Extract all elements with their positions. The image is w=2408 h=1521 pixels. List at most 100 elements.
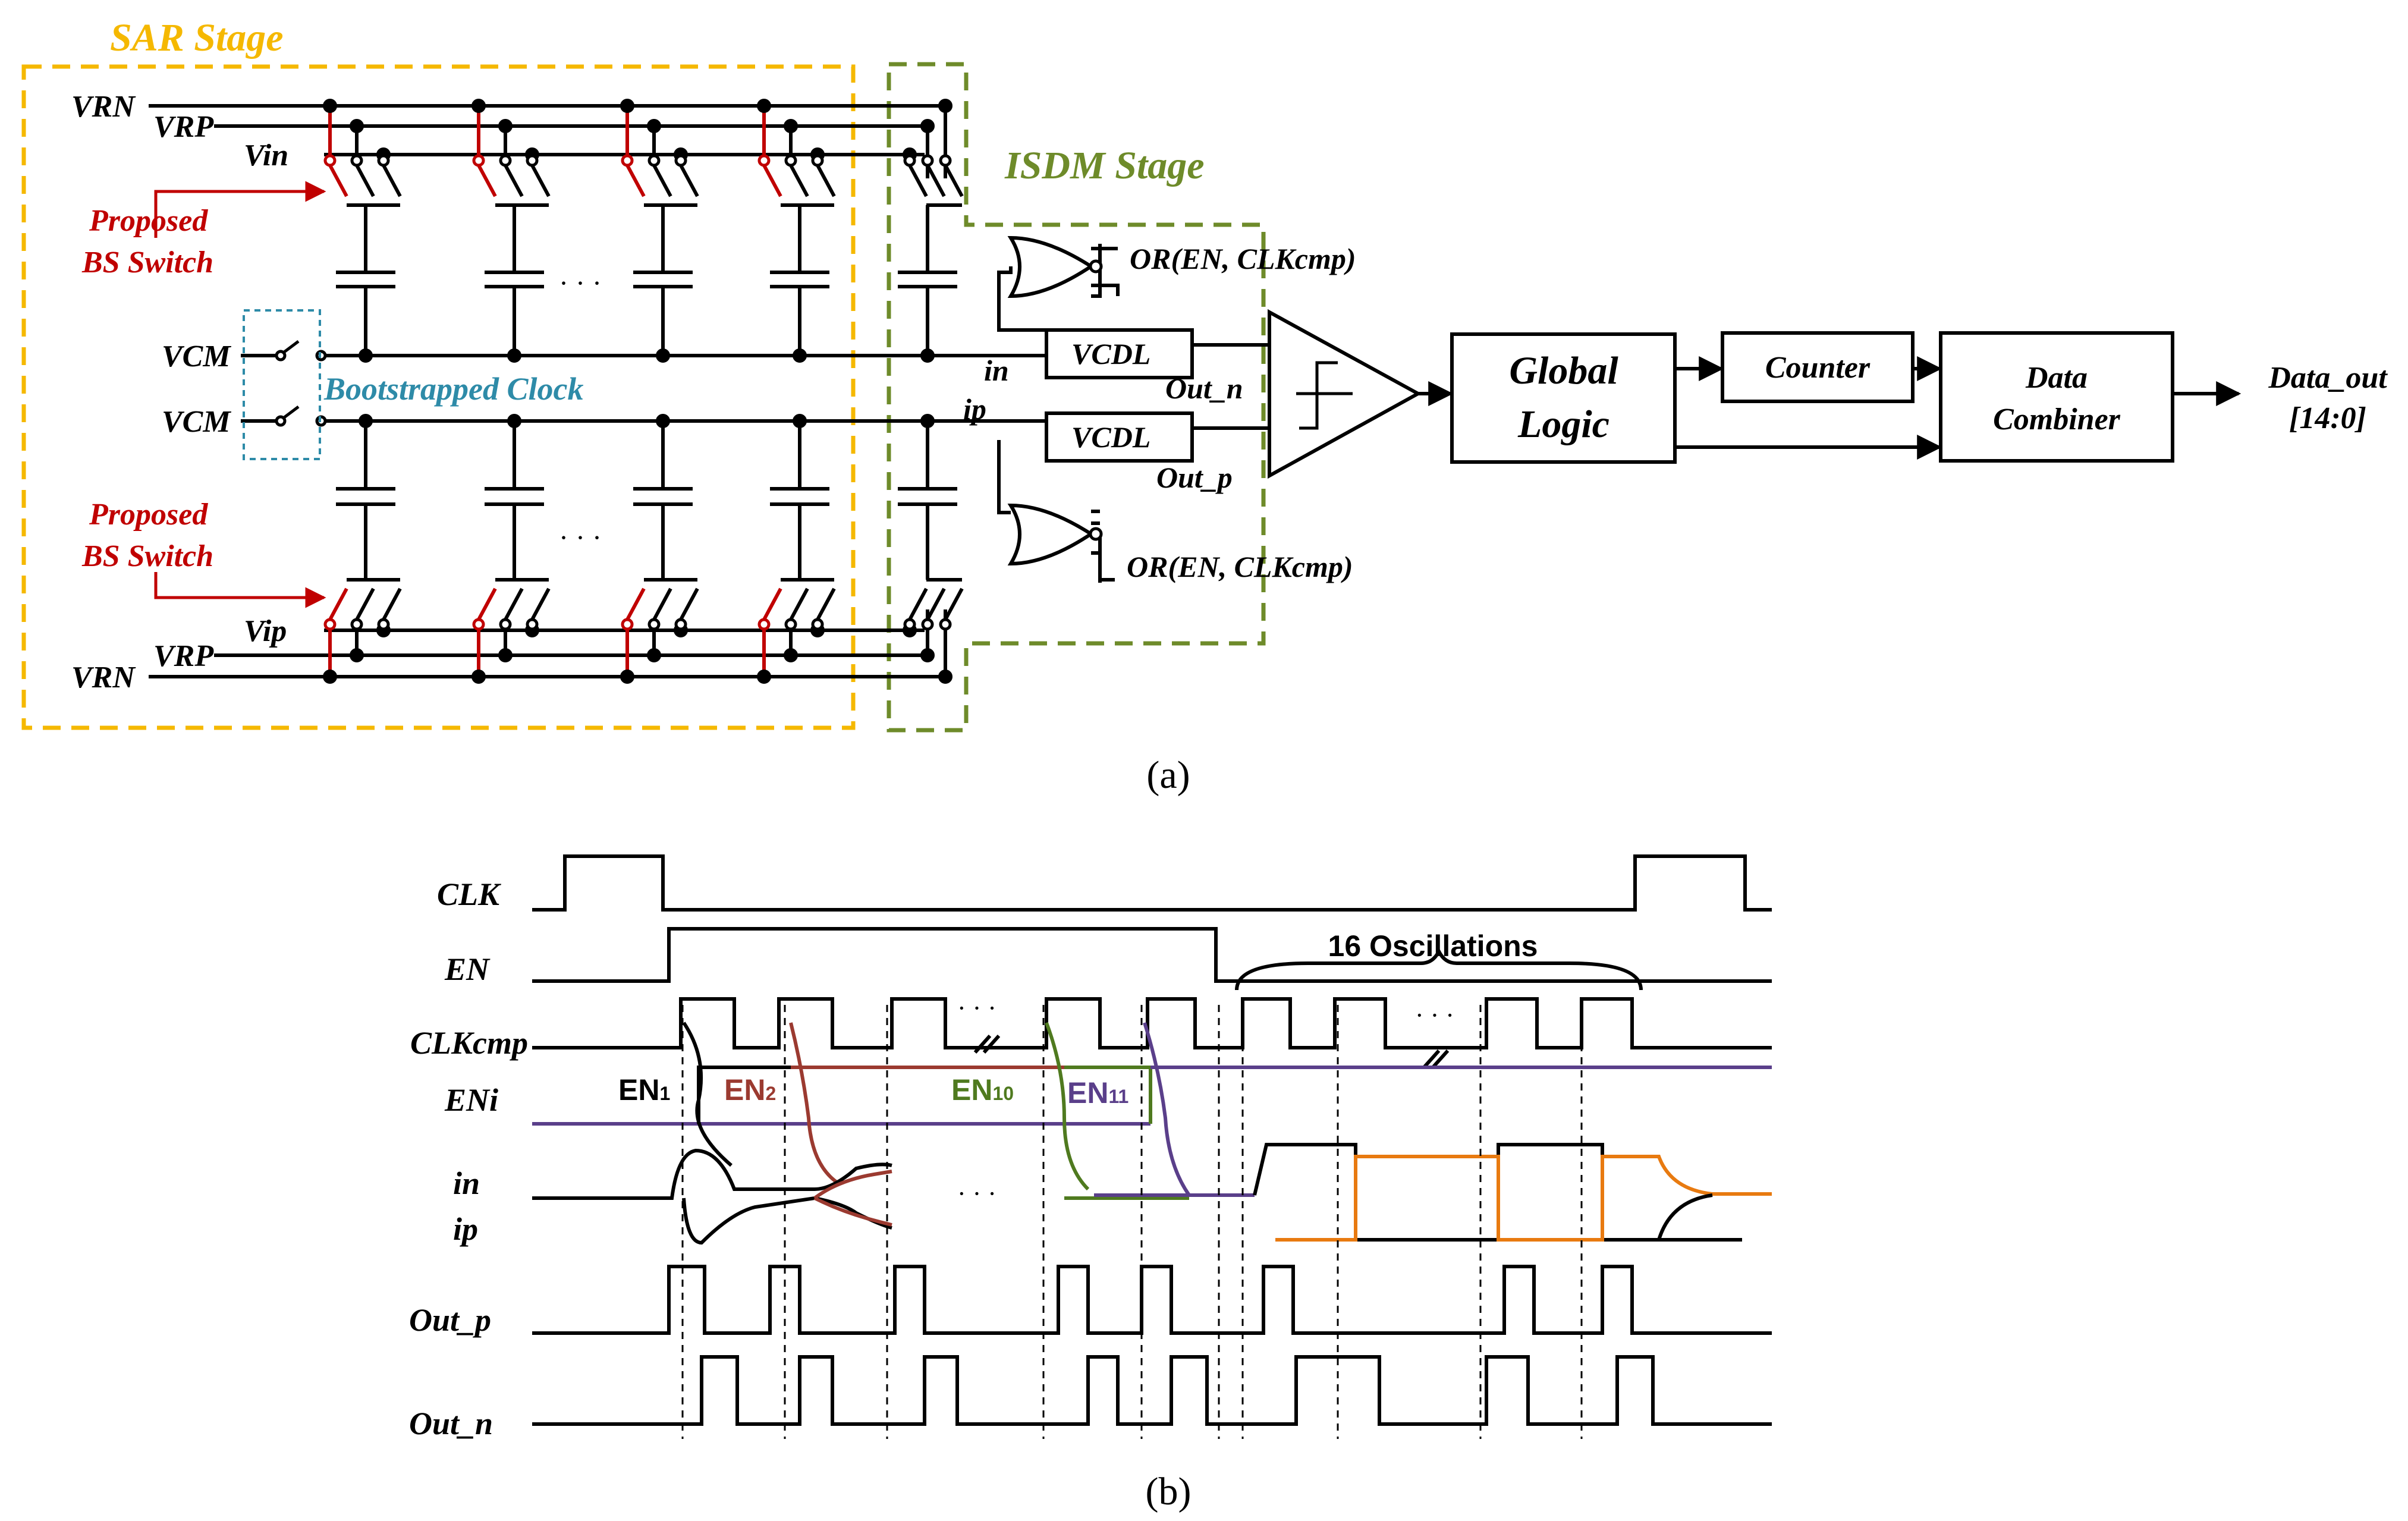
switch-blade: [908, 587, 928, 621]
switch-blade: [816, 587, 836, 621]
signal-label-in: in: [453, 1165, 480, 1201]
switch-terminal: [921, 618, 934, 631]
wave-en: [532, 927, 1772, 983]
signal-label-out-n: Out_n: [409, 1406, 493, 1441]
vcdl-box-top: [1045, 328, 1194, 379]
switch-terminal: [350, 618, 363, 631]
wave-osc-end: [1657, 1193, 1713, 1240]
en10-label: EN10: [951, 1073, 1014, 1107]
combiner-line1: Data: [2025, 361, 2088, 395]
switch-blade: [652, 587, 672, 621]
switch-terminal: [377, 618, 390, 631]
vrp-top-label: VRP: [153, 110, 214, 144]
break-mark: [1422, 1049, 1441, 1069]
top-plate-node: [793, 348, 807, 363]
vin-label: Vin: [244, 139, 288, 172]
rail-node: [471, 670, 486, 684]
switch-blade: [926, 164, 946, 197]
signal-label-clk: CLK: [437, 876, 502, 912]
vrp-bottom-label: VRP: [153, 639, 214, 673]
switch-blade: [355, 164, 375, 197]
out-p-label: Out_p: [1156, 461, 1233, 494]
signal-label-eni: ENi: [444, 1082, 498, 1118]
vrn-top-label: VRN: [71, 90, 136, 124]
switch-blade: [944, 164, 964, 197]
or-label-bottom: OR(EN, CLKcmp): [1127, 550, 1353, 583]
rail-node: [784, 648, 798, 662]
or-label-top: OR(EN, CLKcmp): [1130, 242, 1356, 275]
waveforms: [532, 854, 1772, 1439]
rail-node: [498, 648, 513, 662]
switch-blade: [355, 587, 375, 621]
top-plate-node: [656, 348, 670, 363]
switch-terminal: [526, 618, 539, 631]
bs-switch-bottom-label: BS Switch: [81, 539, 213, 573]
vcdl-box-bottom: [1045, 411, 1194, 463]
switch-terminal: [472, 154, 485, 167]
timing-diagram: CLK EN CLKcmp ENi in ip Out_p Out_n 16 O…: [409, 854, 1772, 1513]
vcm-bottom-label: VCM: [162, 405, 231, 439]
switch-blade: [789, 587, 809, 621]
proposed-top-label: Proposed: [89, 204, 208, 238]
switch-terminal: [499, 618, 512, 631]
proposed-arrow-top: [154, 181, 326, 238]
switch-terminal: [350, 154, 363, 167]
counter-box: [1721, 331, 1915, 403]
switch-blade: [944, 587, 964, 621]
proposed-bottom-label: Proposed: [89, 498, 208, 532]
global-logic-box: [1450, 332, 1677, 464]
bottom-plate-node: [656, 414, 670, 428]
switch-terminal: [377, 154, 390, 167]
rail-node: [757, 670, 771, 684]
en2-label: EN2: [724, 1073, 776, 1107]
break-mark: [982, 1035, 1001, 1054]
cap-column: [898, 99, 964, 684]
counter-label: Counter: [1765, 351, 1871, 385]
rail-node: [647, 648, 661, 662]
ellipsis-bottom: · · ·: [559, 522, 602, 554]
vcm-switch-bottom: [275, 406, 327, 427]
part-a-label: (a): [1146, 753, 1190, 797]
rail-node: [620, 99, 634, 113]
cap-column: [471, 99, 551, 684]
wave-out-n: [532, 1355, 1772, 1426]
break-mark: [973, 1035, 992, 1054]
ellipsis-in-ip: · · ·: [957, 1179, 996, 1208]
proposed-arrow-bottom: [154, 572, 326, 608]
wave-clkcmp: [678, 997, 1772, 1049]
global-logic-line1: Global: [1509, 349, 1618, 392]
bs-switch-top-label: BS Switch: [81, 246, 213, 279]
vcdl-label-bottom: VCDL: [1071, 420, 1150, 454]
circuit-diagram: SAR Stage ISDM Stage VRN VRP Vin VRP VRN…: [21, 16, 2388, 797]
break-mark: [1431, 1049, 1450, 1069]
part-b-label: (b): [1146, 1470, 1192, 1513]
switch-blade: [926, 587, 946, 621]
switch-terminal: [674, 154, 687, 167]
wave-ip: [682, 1196, 892, 1245]
wave-osc-ip: [1275, 1155, 1772, 1242]
rail-node: [471, 99, 486, 113]
en1-label: EN1: [618, 1073, 670, 1107]
bottom-plate-node: [920, 414, 935, 428]
en1-arrow: [682, 1022, 733, 1167]
rail-node: [938, 99, 952, 113]
cap-column: [757, 99, 836, 684]
or-gate-top: [1007, 235, 1120, 298]
switch-blade: [504, 164, 524, 197]
wave-ip-2: [813, 1196, 892, 1227]
wave-in-2: [813, 1170, 892, 1200]
rail-node: [757, 99, 771, 113]
switch-terminal: [472, 618, 485, 631]
switch-terminal: [674, 618, 687, 631]
switch-terminal: [757, 154, 771, 167]
switch-terminal: [757, 618, 771, 631]
rail-node: [498, 119, 513, 133]
bootstrapped-clock-label: Bootstrapped Clock: [323, 371, 584, 407]
rail-node: [938, 670, 952, 684]
switch-blade: [789, 164, 809, 197]
global-logic-line2: Logic: [1517, 403, 1609, 446]
switch-blade: [382, 164, 402, 197]
switch-blade: [652, 164, 672, 197]
rail-node: [323, 670, 337, 684]
switch-terminal: [621, 154, 634, 167]
